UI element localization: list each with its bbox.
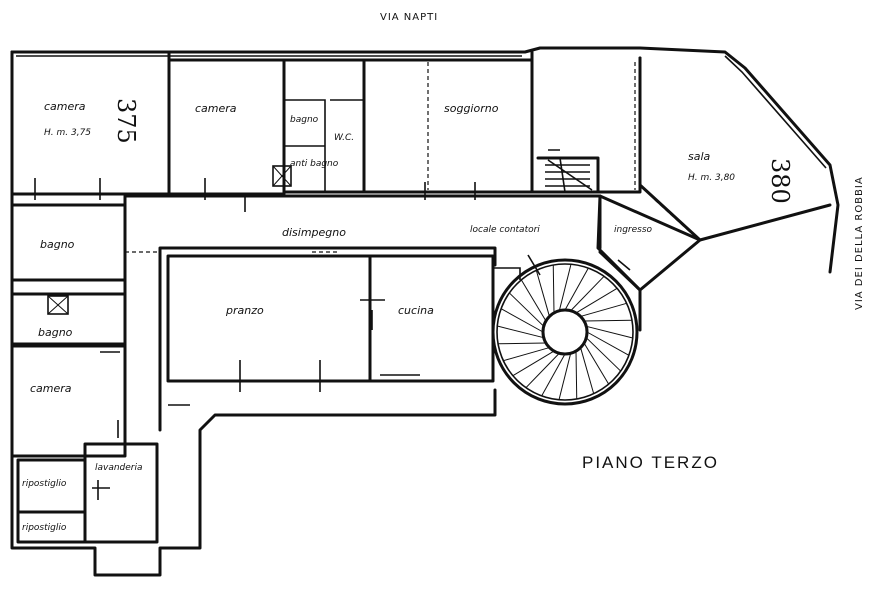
west-rooms (10, 203, 159, 544)
label-wc: W.C. (334, 133, 354, 143)
label-sala: sala (688, 150, 711, 163)
label-camera-n2: camera (195, 102, 237, 115)
stair-step (575, 351, 578, 399)
label-lavanderia: lavanderia (95, 463, 143, 473)
stair-step (525, 352, 560, 389)
stair-step (583, 342, 610, 385)
label-bagno-w: bagno (40, 238, 75, 251)
stair-step (520, 279, 547, 322)
label-ripostiglio-2: ripostiglio (22, 523, 67, 533)
label-ingresso: ingresso (614, 225, 653, 235)
note-camera-nw: 375 (112, 98, 140, 144)
dimension-ticks (34, 149, 631, 500)
stair-step (575, 287, 618, 314)
stair-step (580, 347, 595, 394)
label-locale-contatori: locale contatori (470, 225, 540, 235)
note-sala: 380 (766, 158, 794, 204)
label-soggiorno: soggiorno (444, 102, 499, 115)
north-rooms (10, 50, 832, 242)
label-sala-height: H. m. 3,80 (688, 173, 735, 183)
exterior-walls (10, 46, 840, 577)
stair-step (585, 337, 622, 372)
stair-step (541, 353, 566, 397)
label-anti-bagno: anti bagno (290, 159, 339, 169)
label-camera-nw: camera (44, 100, 86, 113)
plan-title: PIANO TERZO (582, 453, 719, 472)
stair-step (584, 319, 632, 322)
stair-step (512, 350, 555, 377)
street-north: VIA NAPTI (380, 12, 438, 23)
label-disimpegno: disimpegno (282, 226, 346, 239)
stair-step (498, 342, 546, 345)
stair-step (558, 353, 572, 400)
stair-step (564, 267, 589, 311)
stair-step (586, 325, 633, 339)
stair-step (500, 308, 544, 333)
label-bagno-w2: bagno (38, 326, 73, 339)
label-bagno-n: bagno (290, 115, 319, 125)
stair-step (503, 347, 550, 362)
label-cucina: cucina (398, 304, 434, 317)
spiral-stair (491, 250, 642, 406)
living-block (166, 254, 521, 383)
stair-step (508, 292, 545, 327)
stair-step (558, 264, 572, 311)
ingresso-room (596, 194, 702, 292)
stair-step (580, 302, 627, 317)
stair-step (497, 325, 544, 339)
stair-step (570, 275, 605, 312)
label-pranzo: pranzo (225, 304, 264, 317)
label-camera-nw-height: H. m. 3,75 (44, 128, 91, 138)
stair-step (552, 265, 555, 313)
label-camera-sw: camera (30, 382, 72, 395)
stair-step (586, 331, 630, 356)
label-ripostiglio-1: ripostiglio (22, 479, 67, 489)
street-east: VIA DEI DELLA ROBBIA (854, 176, 865, 310)
stair-step (535, 270, 550, 317)
